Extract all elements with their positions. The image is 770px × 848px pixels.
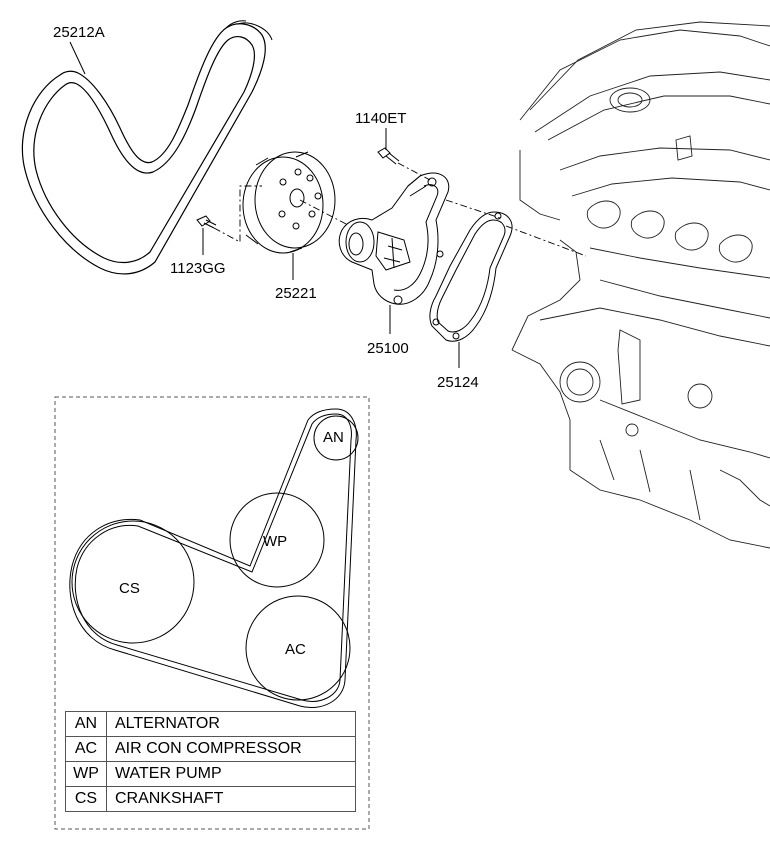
alignment-line <box>445 199 501 219</box>
alternator-pulley <box>313 415 359 461</box>
crankshaft-pulley <box>71 520 195 644</box>
legend-row: AC AIR CON COMPRESSOR <box>65 736 356 762</box>
engine-block <box>511 21 770 549</box>
legend-table: AN ALTERNATOR AC AIR CON COMPRESSOR WP W… <box>65 711 356 812</box>
alignment-line <box>213 185 262 243</box>
pulley-label-ac: AC <box>285 641 306 658</box>
legend-code: AC <box>65 736 107 762</box>
alignment-line <box>505 225 587 257</box>
part-label-pulley-bolt: 1123GG <box>170 260 226 277</box>
legend-desc: ALTERNATOR <box>106 711 356 737</box>
alignment-line <box>397 162 431 181</box>
legend-code: WP <box>65 761 107 787</box>
pulley-bolt <box>196 215 217 229</box>
legend-code: CS <box>65 786 107 812</box>
gasket <box>429 211 513 342</box>
legend-desc: AIR CON COMPRESSOR <box>106 736 356 762</box>
drive-belt <box>21 20 273 275</box>
leader-belt <box>69 41 86 75</box>
legend-desc: WATER PUMP <box>106 761 356 787</box>
part-label-water-pump: 25100 <box>367 340 409 357</box>
water-pump <box>338 172 450 305</box>
alignment-line <box>299 199 349 226</box>
pulley-label-wp: WP <box>263 533 287 550</box>
pump-bolt <box>377 147 400 165</box>
pulley-label-an: AN <box>323 429 344 446</box>
part-label-belt: 25212A <box>53 24 105 41</box>
belt-layout-frame <box>54 396 370 830</box>
legend-row: WP WATER PUMP <box>65 761 356 787</box>
belt-routing: AN WP CS AC <box>69 408 359 708</box>
ac-compressor-pulley <box>245 595 351 701</box>
part-label-pump-bolt: 1140ET <box>355 110 406 127</box>
pulley <box>242 151 336 254</box>
legend-row: CS CRANKSHAFT <box>65 786 356 812</box>
legend-row: AN ALTERNATOR <box>65 711 356 737</box>
part-label-gasket: 25124 <box>437 374 479 391</box>
water-pump-pulley <box>229 492 325 588</box>
part-label-pulley: 25221 <box>275 285 317 302</box>
legend-desc: CRANKSHAFT <box>106 786 356 812</box>
pulley-label-cs: CS <box>119 580 140 597</box>
legend-code: AN <box>65 711 107 737</box>
